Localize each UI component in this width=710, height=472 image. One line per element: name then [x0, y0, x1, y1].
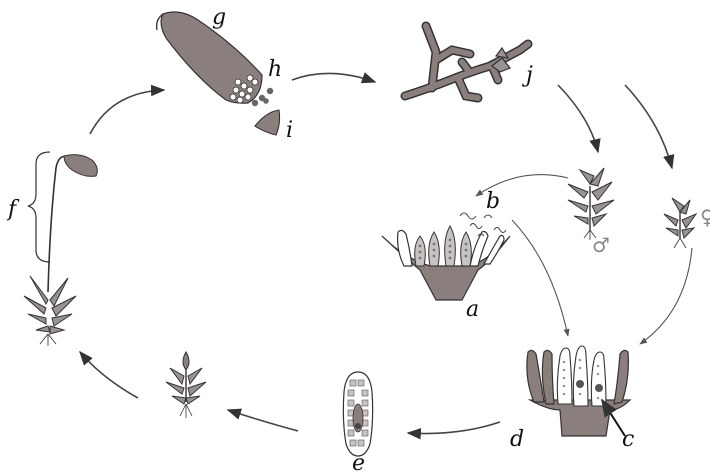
antheridia	[415, 226, 472, 266]
arrow-spores-to-protonema	[292, 73, 375, 82]
label-a: a	[466, 297, 479, 322]
label-f: f	[6, 197, 20, 222]
archegonium-illustration	[527, 346, 630, 436]
label-j: j	[521, 63, 533, 88]
gametophyte-leaves	[24, 276, 76, 334]
label-e: e	[352, 451, 365, 472]
female-gametophyte-illustration	[664, 198, 696, 248]
operculum-illustration	[255, 110, 280, 135]
arrow-zygote-to-young-sporophyte	[228, 410, 298, 431]
embryo-illustration	[343, 372, 372, 456]
arrow-sperm-to-archegonium	[512, 220, 568, 336]
sporophyte-capsule	[64, 155, 97, 177]
label-i: i	[286, 118, 293, 143]
male-symbol: ♂	[592, 233, 610, 257]
arrow-protonema-to-female-shoot	[625, 85, 672, 168]
female-symbol: ♀	[700, 205, 710, 229]
arrow-protonema-to-male-shoot	[558, 85, 598, 152]
label-b: b	[486, 189, 500, 214]
label-h: h	[268, 57, 282, 82]
antheridium-illustration	[382, 226, 510, 300]
mature-sporophyte-illustration	[24, 155, 97, 346]
seta	[48, 156, 66, 292]
arrow-sporophyte-to-capsule	[90, 90, 164, 134]
label-d: d	[510, 427, 524, 452]
brace-f	[28, 152, 50, 262]
capsule-illustration	[157, 12, 262, 103]
label-c: c	[622, 427, 634, 452]
antheridia-texture	[419, 239, 468, 260]
arrow-female-shoot-to-archegonium	[640, 248, 692, 344]
arrow-young-to-mature-sporophyte	[80, 352, 138, 398]
male-gametophyte-illustration	[568, 168, 614, 240]
arrow-archegonium-to-zygote	[408, 422, 500, 434]
protonema-illustration	[405, 26, 528, 98]
label-g: g	[212, 5, 226, 30]
young-sporophyte-illustration	[166, 352, 206, 418]
